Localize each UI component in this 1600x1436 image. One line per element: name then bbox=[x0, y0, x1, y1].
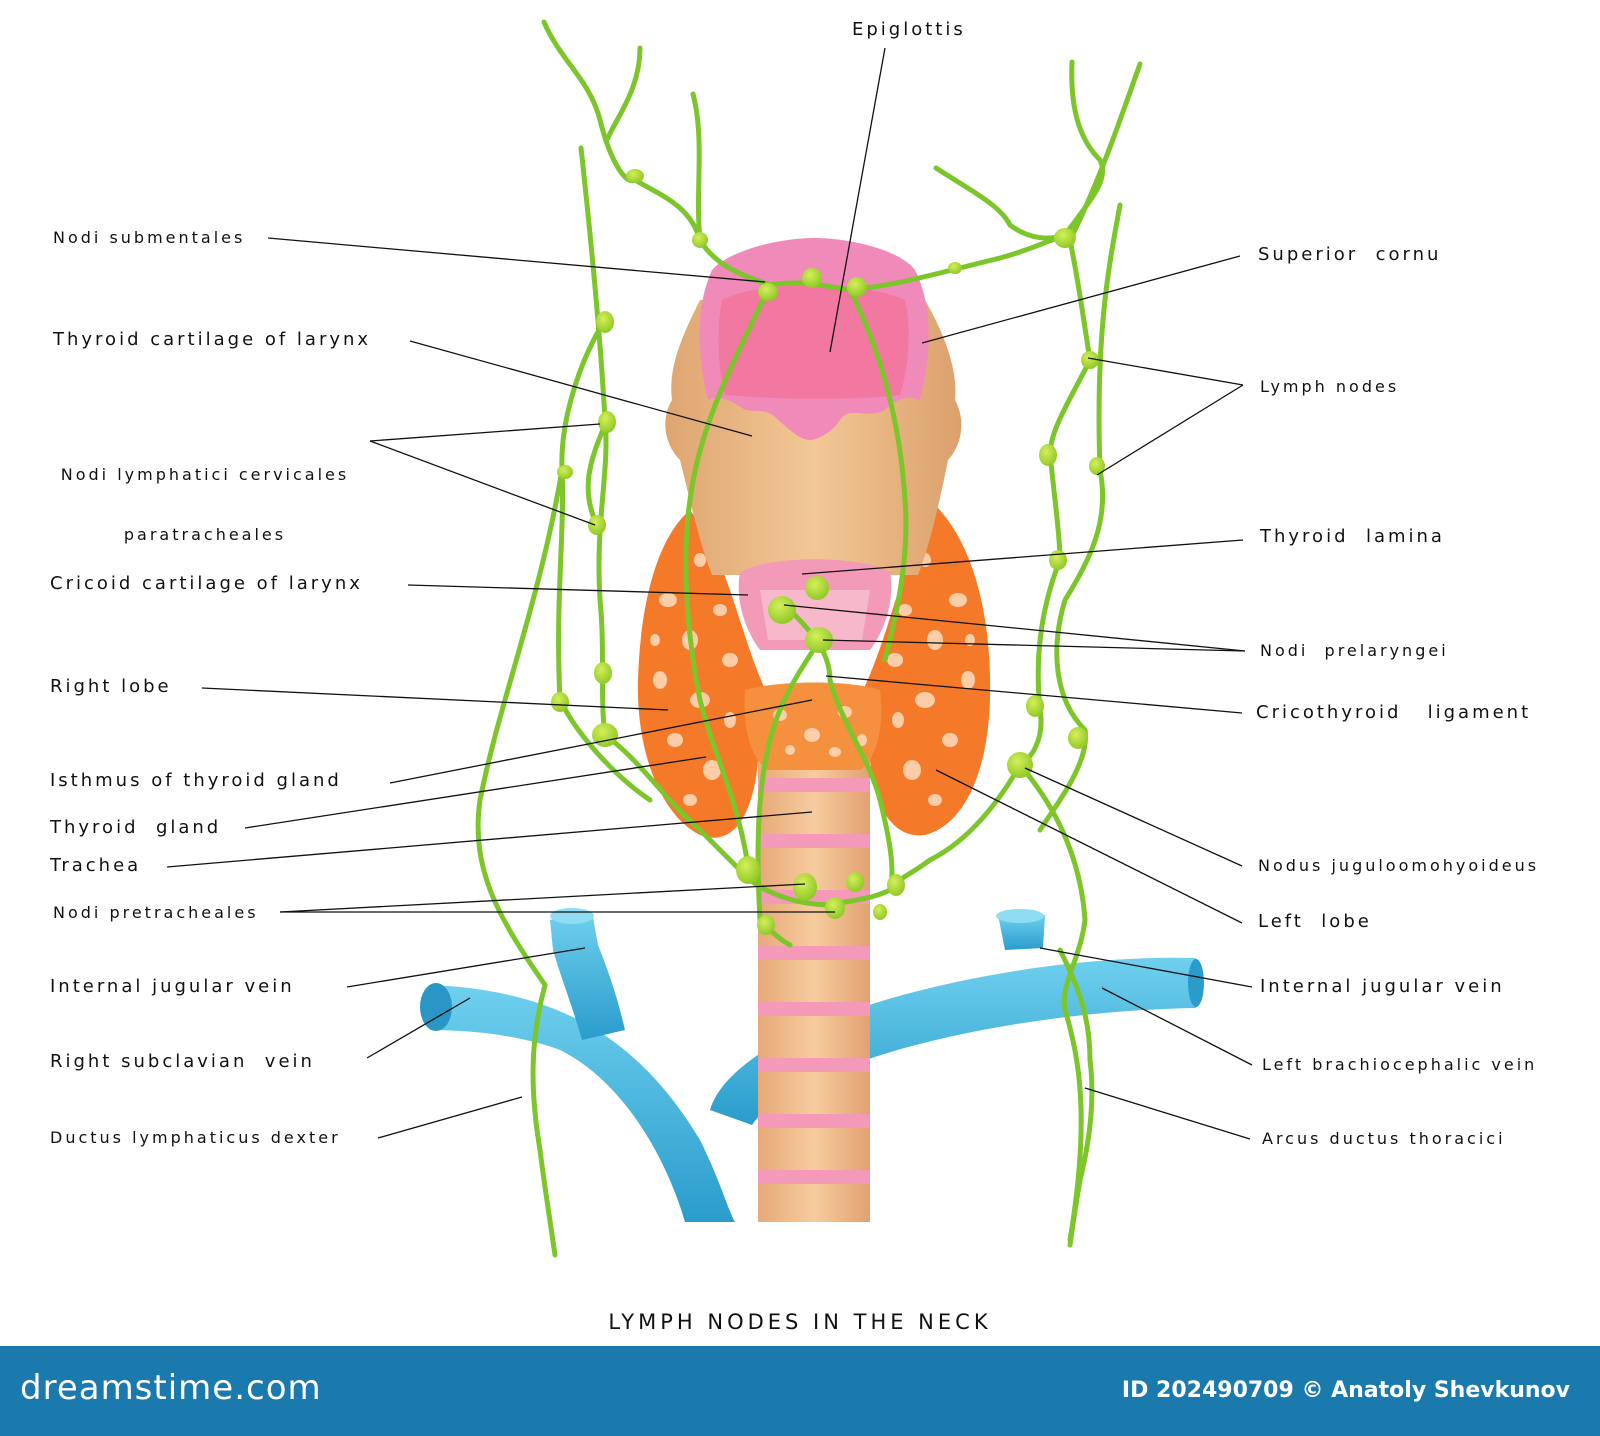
label-trachea: Trachea bbox=[50, 856, 141, 876]
label-thyroid-lamina: Thyroid lamina bbox=[1260, 527, 1445, 547]
label-superior-cornu: Superior cornu bbox=[1258, 245, 1441, 265]
footer-bar: dreamstime.com ID 202490709 © Anatoly Sh… bbox=[0, 1346, 1600, 1436]
label-internal-jugular-left: Internal jugular vein bbox=[1260, 977, 1505, 997]
label-right-subclavian: Right subclavian vein bbox=[50, 1052, 315, 1072]
label-right-lobe: Right lobe bbox=[50, 677, 172, 697]
label-cricothyroid-ligament: Cricothyroid ligament bbox=[1256, 703, 1531, 723]
label-isthmus: Isthmus of thyroid gland bbox=[50, 771, 342, 791]
label-left-lobe: Left lobe bbox=[1258, 912, 1372, 932]
label-ductus-dexter: Ductus lymphaticus dexter bbox=[50, 1128, 341, 1148]
label-nodi-cervicales: Nodi lymphatici cervicales paratracheale… bbox=[50, 425, 360, 565]
diagram-caption: LYMPH NODES IN THE NECK bbox=[0, 1310, 1600, 1334]
image-credit: ID 202490709 © Anatoly Shevkunov bbox=[1122, 1378, 1570, 1403]
trachea bbox=[758, 760, 870, 1222]
label-nodi-submentales: Nodi submentales bbox=[53, 228, 245, 248]
label-nodi-cervicales-line2: paratracheales bbox=[50, 525, 360, 545]
label-nodi-cervicales-line1: Nodi lymphatici cervicales bbox=[50, 465, 360, 485]
brand-logo: dreamstime.com bbox=[20, 1368, 322, 1408]
label-epiglottis: Epiglottis bbox=[852, 20, 966, 40]
label-lymph-nodes: Lymph nodes bbox=[1260, 377, 1399, 397]
label-thyroid-cartilage: Thyroid cartilage of larynx bbox=[53, 330, 371, 350]
label-left-brachiocephalic: Left brachiocephalic vein bbox=[1262, 1055, 1537, 1075]
label-nodi-prelaryngei: Nodi prelaryngei bbox=[1260, 641, 1449, 661]
label-thyroid-gland: Thyroid gland bbox=[50, 818, 221, 838]
label-arcus-ductus: Arcus ductus thoracici bbox=[1262, 1129, 1506, 1149]
label-nodus-juguloomohyoideus: Nodus juguloomohyoideus bbox=[1258, 856, 1539, 876]
label-nodi-pretracheales: Nodi pretracheales bbox=[53, 903, 259, 923]
label-internal-jugular-right: Internal jugular vein bbox=[50, 977, 295, 997]
label-cricoid-cartilage: Cricoid cartilage of larynx bbox=[50, 574, 363, 594]
